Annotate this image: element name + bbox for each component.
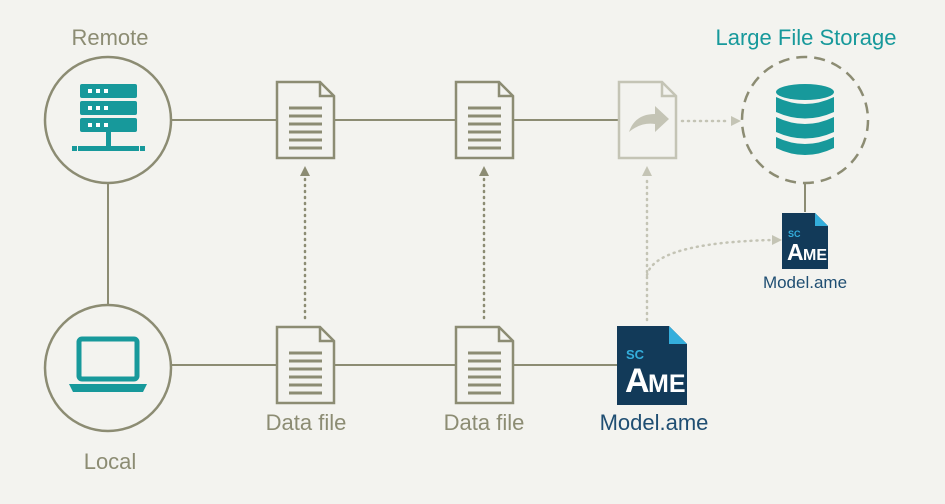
local-label: Local bbox=[83, 449, 137, 474]
laptop-icon bbox=[69, 336, 147, 392]
lfs-arrow-heads bbox=[642, 116, 782, 245]
ame-suffix-small: ME bbox=[803, 247, 827, 264]
data-file-label-2: Data file bbox=[443, 410, 525, 435]
storage-node bbox=[740, 55, 870, 185]
push-arrow-heads bbox=[300, 166, 489, 176]
model-file-remote-icon: SC A ME bbox=[782, 213, 828, 269]
data-file-label-1: Data file bbox=[265, 410, 347, 435]
push-arrow-head-2 bbox=[479, 166, 489, 176]
local-node bbox=[43, 303, 173, 433]
server-rack-icon bbox=[72, 84, 145, 151]
local-file-2 bbox=[454, 325, 515, 405]
ame-suffix: ME bbox=[648, 370, 686, 398]
connectors bbox=[107, 119, 806, 366]
push-arrows bbox=[303, 176, 486, 320]
pointer-to-lfs-arrow-head bbox=[731, 116, 741, 126]
push-arrow-head-1 bbox=[300, 166, 310, 176]
lfs-push-arrow-head bbox=[642, 166, 652, 176]
lfs-curve-arrow-head bbox=[772, 235, 782, 245]
ame-prefix: SC bbox=[626, 347, 645, 362]
ame-big-letter: A bbox=[625, 362, 650, 400]
lfs-label: Large File Storage bbox=[715, 25, 897, 50]
remote-node bbox=[43, 55, 173, 185]
lfs-arrows bbox=[645, 119, 774, 322]
storage-circle bbox=[740, 55, 870, 185]
document-share-arrow-icon bbox=[617, 80, 678, 160]
model-local-label: Model.ame bbox=[599, 410, 709, 435]
local-circle bbox=[43, 303, 173, 433]
lfs-curve-arrow bbox=[645, 238, 774, 277]
remote-label: Remote bbox=[71, 25, 149, 50]
model-file-local-icon: SC A ME bbox=[617, 326, 687, 405]
ame-big-letter-small: A bbox=[787, 239, 804, 265]
ame-prefix-small: SC bbox=[788, 229, 801, 239]
model-remote-label: Model.ame bbox=[762, 273, 848, 292]
local-file-1 bbox=[275, 325, 336, 405]
database-icon bbox=[776, 84, 834, 155]
remote-file-1 bbox=[275, 80, 336, 160]
remote-file-2 bbox=[454, 80, 515, 160]
